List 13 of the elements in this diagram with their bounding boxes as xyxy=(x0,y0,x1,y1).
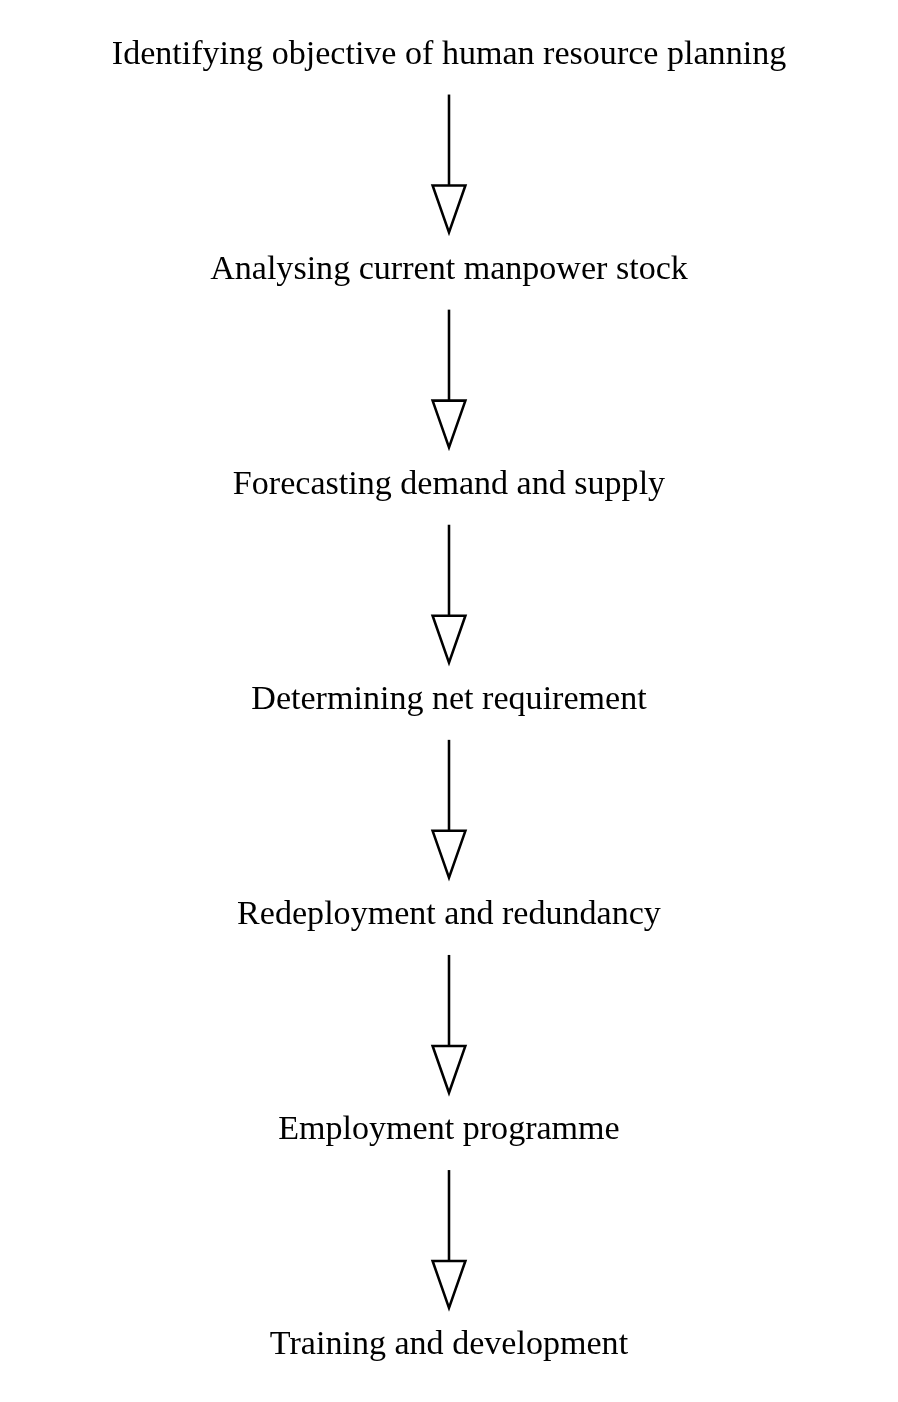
node-text: Employment programme xyxy=(278,1109,620,1147)
arrow xyxy=(430,524,468,667)
arrow xyxy=(430,954,468,1097)
node-text: Redeployment and redundancy xyxy=(237,894,661,932)
arrow xyxy=(430,94,468,237)
node-text: Determining net requirement xyxy=(251,679,647,717)
arrow xyxy=(430,739,468,882)
arrow xyxy=(430,1170,468,1312)
node-text: Identifying objective of human resource planning xyxy=(111,33,787,71)
node-text: Forecasting demand and supply xyxy=(232,463,666,501)
node-text: Training and development xyxy=(269,1324,629,1362)
node-text: Analysing current manpower stock xyxy=(210,248,688,286)
arrow xyxy=(430,309,468,452)
